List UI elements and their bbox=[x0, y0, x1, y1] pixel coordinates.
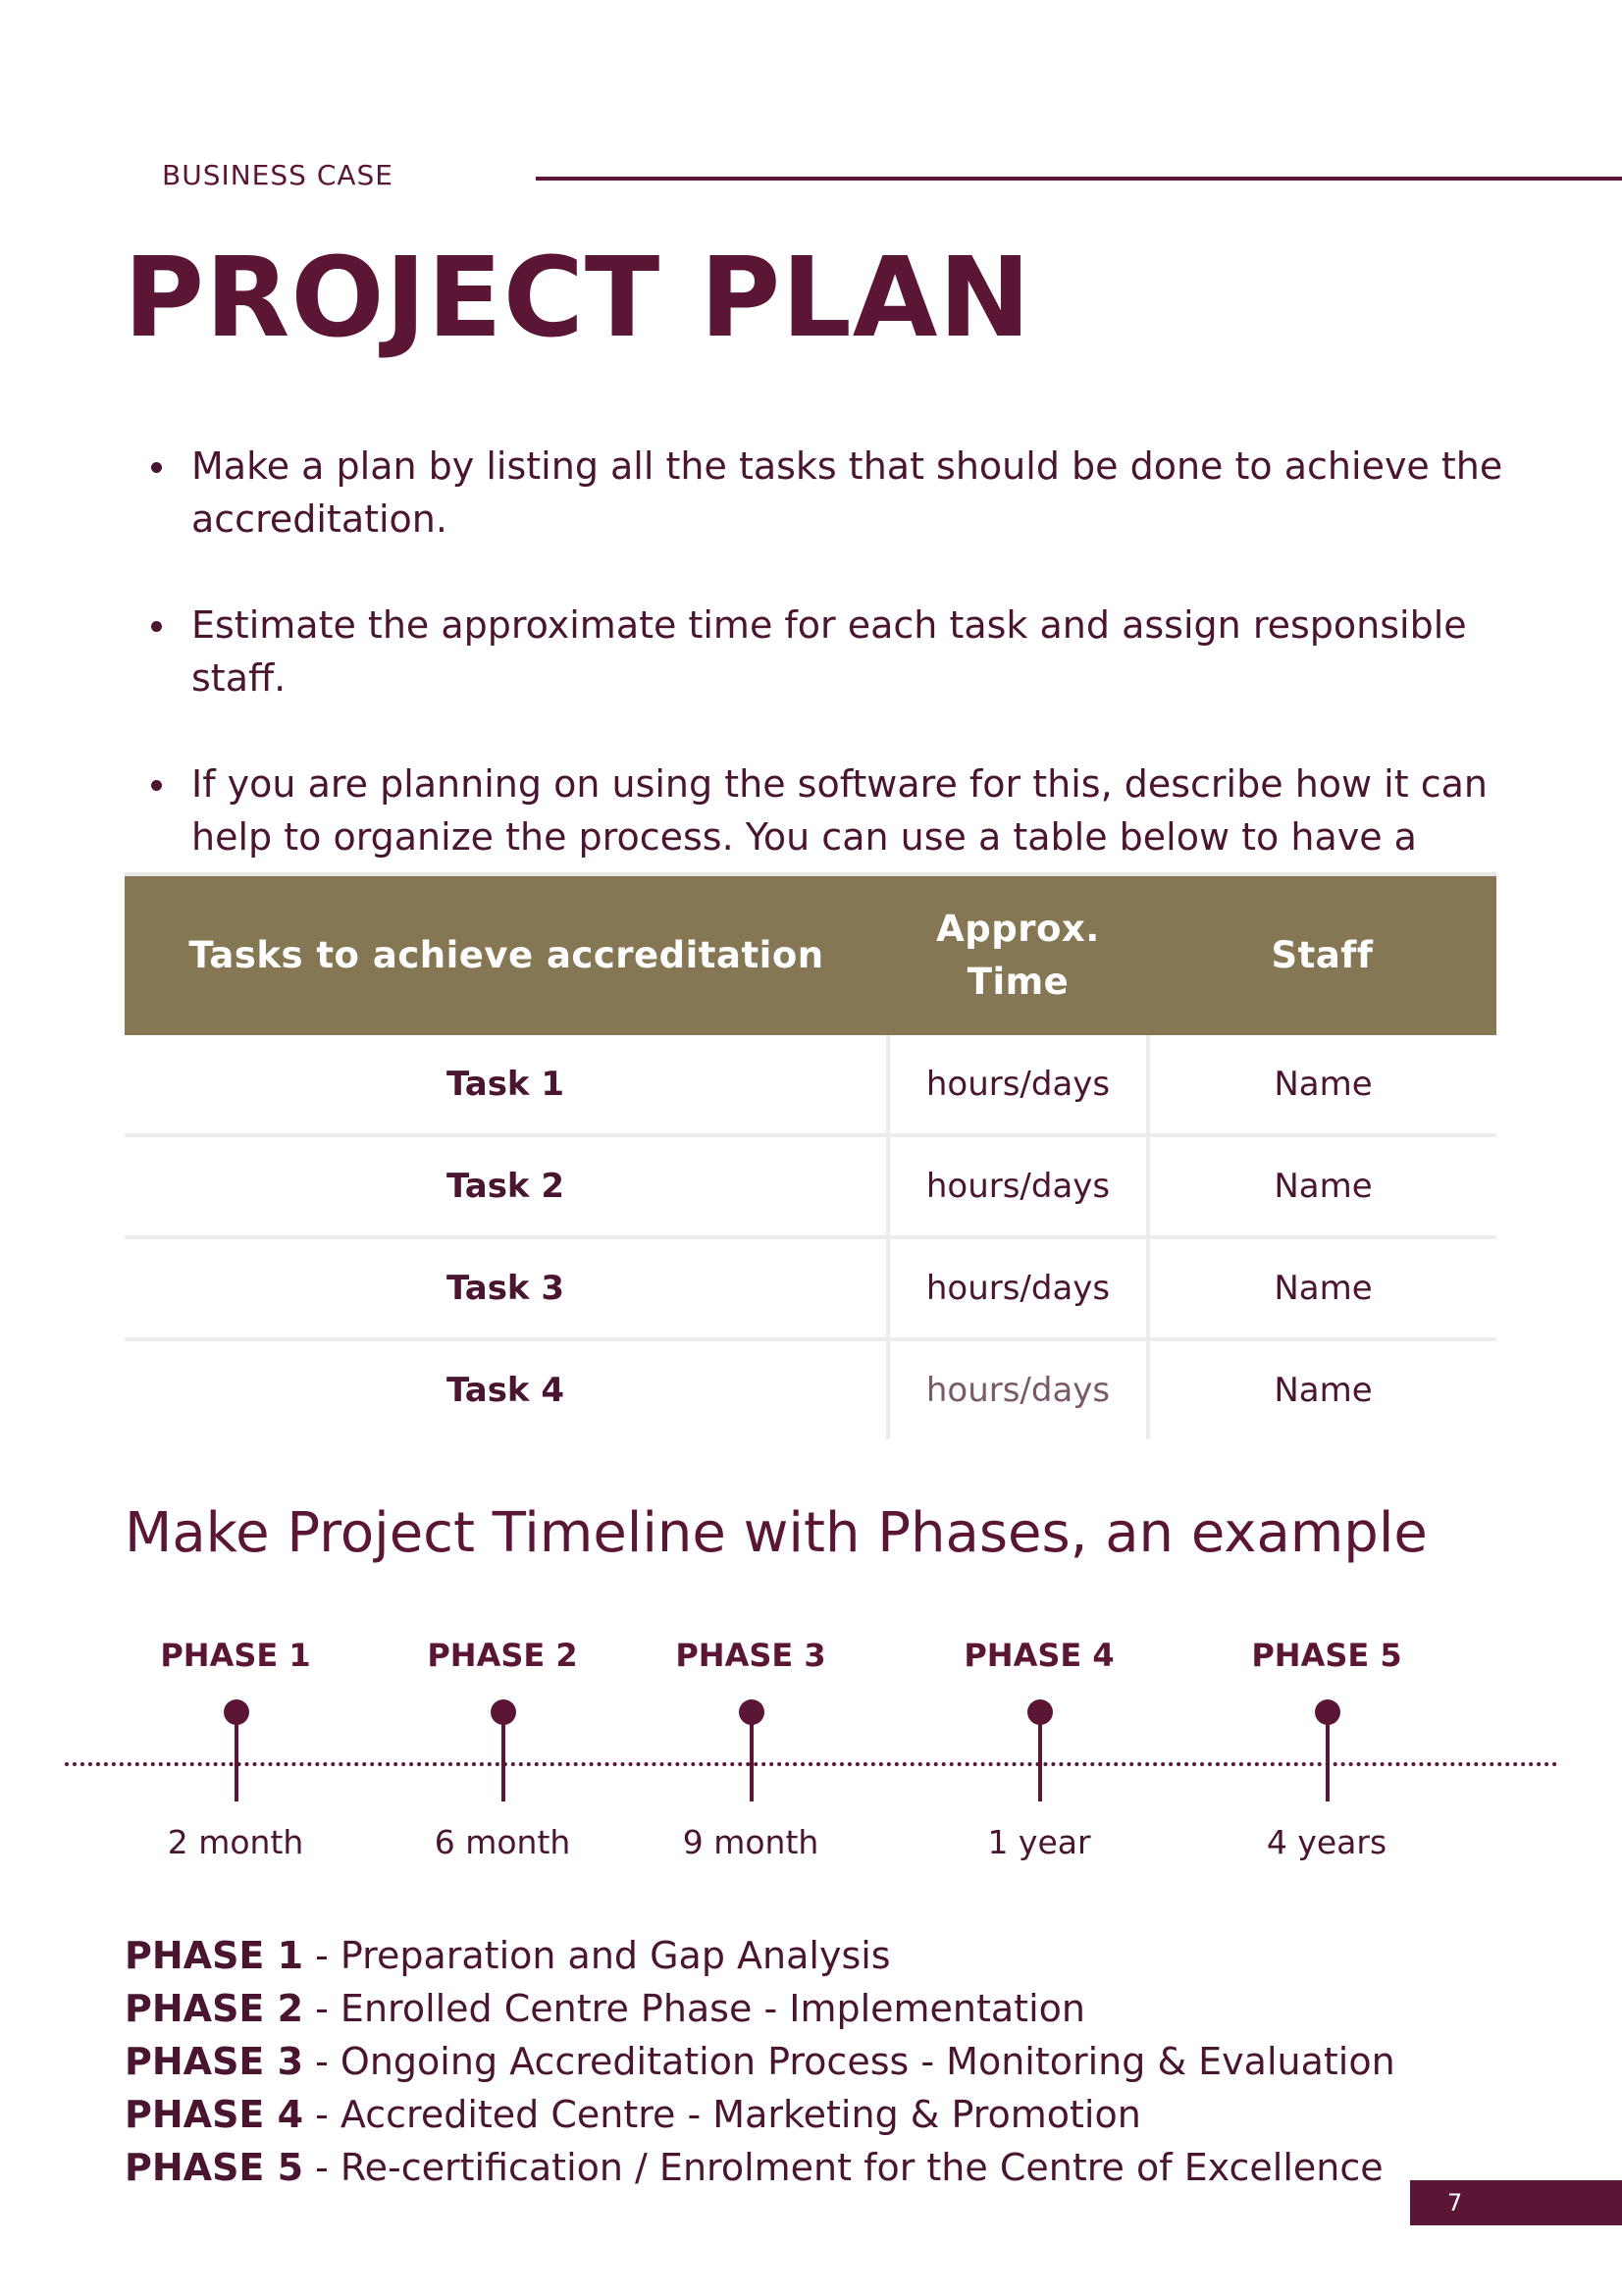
time-cell: hours/days bbox=[886, 1035, 1148, 1137]
phase-description-name: PHASE 4 bbox=[125, 2093, 304, 2136]
phase-description-name: PHASE 2 bbox=[125, 1987, 304, 2030]
instruction-item: Make a plan by listing all the tasks tha… bbox=[147, 440, 1521, 546]
phase-description-item: PHASE 3 - Ongoing Accreditation Process … bbox=[125, 2035, 1395, 2088]
phase-description-list: PHASE 1 - Preparation and Gap Analysis P… bbox=[125, 1929, 1395, 2194]
phase-description-item: PHASE 4 - Accredited Centre - Marketing … bbox=[125, 2088, 1395, 2141]
timeline-heading: Make Project Timeline with Phases, an ex… bbox=[125, 1501, 1428, 1565]
phase-label: PHASE 5 bbox=[1251, 1637, 1402, 1674]
phase-label: PHASE 1 bbox=[160, 1637, 311, 1674]
time-cell: hours/days bbox=[886, 1237, 1148, 1341]
phase-marker bbox=[224, 1699, 249, 1725]
phase-description-text: - Accredited Centre - Marketing & Promot… bbox=[303, 2093, 1141, 2136]
table-row: Task 2 hours/days Name bbox=[125, 1135, 1496, 1239]
section-label: BUSINESS CASE bbox=[162, 159, 393, 191]
phase-stem bbox=[501, 1715, 505, 1801]
phase-label: PHASE 2 bbox=[427, 1637, 578, 1674]
staff-cell: Name bbox=[1146, 1237, 1496, 1341]
phase-marker bbox=[739, 1699, 764, 1725]
header-divider bbox=[536, 177, 1622, 181]
timeline-phase: PHASE 4 1 year bbox=[921, 1637, 1157, 1892]
timeline-phase: PHASE 1 2 month bbox=[118, 1637, 353, 1892]
phase-marker bbox=[1027, 1699, 1053, 1725]
column-header-tasks: Tasks to achieve accreditation bbox=[125, 872, 888, 1035]
table-row: Task 1 hours/days Name bbox=[125, 1035, 1496, 1137]
table-row: Task 4 hours/days Name bbox=[125, 1339, 1496, 1439]
phase-stem bbox=[1038, 1715, 1042, 1801]
phase-duration: 1 year bbox=[987, 1823, 1091, 1861]
staff-cell: Name bbox=[1146, 1035, 1496, 1137]
phase-duration: 6 month bbox=[434, 1823, 571, 1861]
phase-stem bbox=[750, 1715, 754, 1801]
phase-description-item: PHASE 2 - Enrolled Centre Phase - Implem… bbox=[125, 1982, 1395, 2035]
task-table: Tasks to achieve accreditation Approx. T… bbox=[125, 872, 1496, 1439]
page-number: 7 bbox=[1410, 2180, 1622, 2225]
time-cell-text: hours/days bbox=[925, 1371, 1111, 1410]
column-header-staff: Staff bbox=[1148, 872, 1496, 1035]
task-cell: Task 4 bbox=[445, 1371, 565, 1410]
phase-description-item: PHASE 1 - Preparation and Gap Analysis bbox=[125, 1929, 1395, 1982]
task-cell: Task 3 bbox=[125, 1237, 888, 1341]
table-header-row: Tasks to achieve accreditation Approx. T… bbox=[125, 872, 1496, 1035]
phase-description-name: PHASE 5 bbox=[125, 2146, 304, 2189]
table-row: Task 3 hours/days Name bbox=[125, 1237, 1496, 1341]
phase-description-text: - Re-certification / Enrolment for the C… bbox=[303, 2146, 1384, 2189]
time-cell: hours/days bbox=[886, 1339, 1148, 1439]
timeline-phase: PHASE 3 9 month bbox=[633, 1637, 868, 1892]
phase-label: PHASE 4 bbox=[964, 1637, 1115, 1674]
instruction-item: Estimate the approximate time for each t… bbox=[147, 599, 1521, 704]
phase-description-item: PHASE 5 - Re-certification / Enrolment f… bbox=[125, 2141, 1395, 2194]
column-header-time: Approx. Time bbox=[888, 872, 1148, 1035]
phase-stem bbox=[235, 1715, 238, 1801]
phase-duration: 2 month bbox=[167, 1823, 304, 1861]
phase-duration: 9 month bbox=[682, 1823, 819, 1861]
timeline-phase: PHASE 5 4 years bbox=[1209, 1637, 1444, 1892]
task-cell: Task 2 bbox=[125, 1135, 888, 1239]
phase-description-name: PHASE 3 bbox=[125, 2040, 304, 2083]
instruction-list: Make a plan by listing all the tasks tha… bbox=[147, 440, 1521, 969]
phase-label: PHASE 3 bbox=[675, 1637, 826, 1674]
page-title: PROJECT PLAN bbox=[124, 235, 1032, 362]
phase-description-name: PHASE 1 bbox=[125, 1934, 304, 1977]
phase-description-text: - Enrolled Centre Phase - Implementation bbox=[303, 1987, 1085, 2030]
phase-description-text: - Ongoing Accreditation Process - Monito… bbox=[303, 2040, 1395, 2083]
phase-marker bbox=[1315, 1699, 1340, 1725]
staff-cell: Name bbox=[1146, 1339, 1496, 1439]
phase-marker bbox=[491, 1699, 516, 1725]
staff-cell: Name bbox=[1146, 1135, 1496, 1239]
timeline-phase: PHASE 2 6 month bbox=[385, 1637, 620, 1892]
task-cell: Task 1 bbox=[125, 1035, 888, 1137]
phase-stem bbox=[1326, 1715, 1330, 1801]
phase-description-text: - Preparation and Gap Analysis bbox=[303, 1934, 891, 1977]
time-cell: hours/days bbox=[886, 1135, 1148, 1239]
timeline-axis bbox=[65, 1762, 1558, 1766]
phase-duration: 4 years bbox=[1266, 1823, 1387, 1861]
